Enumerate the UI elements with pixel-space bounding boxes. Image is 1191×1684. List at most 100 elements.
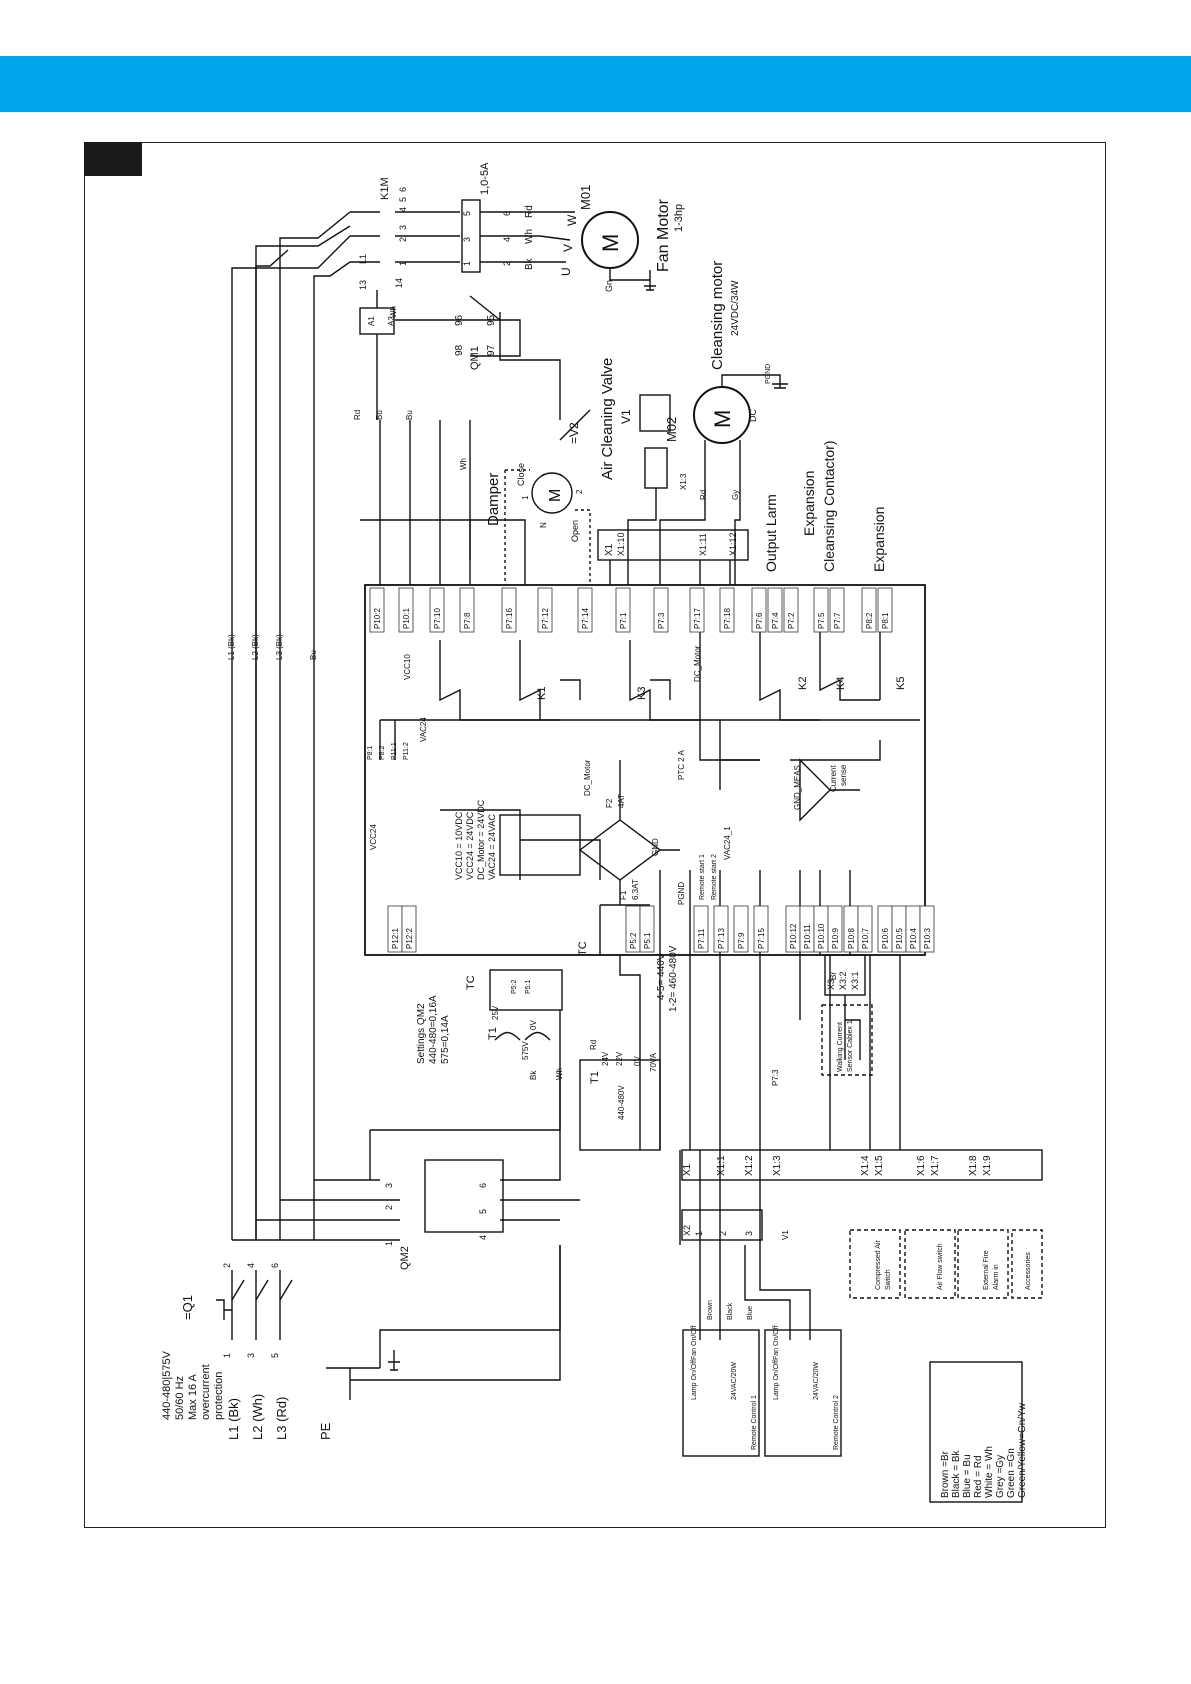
fuse-label: 1,0-5A	[479, 162, 491, 195]
board-pin-top-P7-14-label: P7:14	[581, 608, 590, 629]
board-pin-top-P7-4: P7:4	[767, 587, 783, 633]
board-pin-top-P7-8: P7:8	[459, 587, 475, 633]
q1-terminal-1: 1	[222, 1353, 232, 1358]
board-pin-bottom-P10-11-label: P10:11	[803, 924, 812, 949]
board-pin-top-P7-5-label: P7:5	[817, 612, 826, 629]
board-pin-bottom-P7-11: P7:11	[693, 905, 709, 953]
board-pin-bottom-P5-2: P5:2	[625, 905, 641, 953]
k1m-terminal-1: 1	[398, 261, 408, 266]
board-pin-top-P8-2: P8:2	[861, 587, 877, 633]
board-pin-bottom-P10-6: P10:6	[877, 905, 893, 953]
rc-wire-black: Black	[727, 1302, 734, 1320]
qm2-terminal-3: 3	[384, 1183, 394, 1188]
board-gnd-meas: GND_MEAS	[793, 765, 802, 810]
x3-1: X3:2	[838, 971, 848, 990]
tr-25v: 25V	[491, 1005, 500, 1020]
board-pin-top-P7-17: P7:17	[689, 587, 705, 633]
fan-motor-power: 1-3hp	[673, 204, 685, 232]
sensor-compressed-2: Switch	[885, 1269, 892, 1290]
wire-label-l1: L1 (Bk)	[227, 634, 236, 660]
legend-vcc10: VCC10 = 10VDC	[454, 811, 464, 880]
wire-wh: Wh	[524, 229, 535, 244]
board-gnd: GND	[651, 838, 660, 856]
board-dc-motor-2: DC_Motor	[693, 645, 702, 682]
board-pin-bottom-P7-15: P7:15	[753, 905, 769, 953]
relay-k5: K5	[895, 677, 907, 690]
board-pin-bottom-P10-8-label: P10:8	[847, 928, 856, 949]
x1-bottom-9: X1:9	[982, 1155, 993, 1176]
contact-14: 14	[394, 278, 404, 288]
color-legend-item-7: Green/Yellow=Gn/Yw	[1017, 1402, 1028, 1498]
label-q1: =Q1	[180, 1295, 195, 1320]
board-pin-bottom-P12-2: P12:2	[401, 905, 417, 953]
wire-gn: Gn	[604, 280, 614, 292]
board-pin-top-P7-5: P7:5	[813, 587, 829, 633]
board-pin-top-P7-4-label: P7:4	[771, 612, 780, 629]
x1-bottom-8: X1:8	[968, 1155, 979, 1176]
sensor-airflow: Air Flow switch	[937, 1243, 944, 1290]
x3-2: X3:1	[850, 971, 860, 990]
damper-open: Open	[570, 520, 580, 542]
x1-12: X1:12	[728, 532, 738, 556]
board-pin-top-P10-2-label: P10:2	[373, 608, 382, 629]
label-l3: L3 (Rd)	[274, 1397, 289, 1440]
tr-0v-b: 0V	[633, 1056, 642, 1066]
qm2-terminal-6: 6	[478, 1183, 488, 1188]
board-pin-top-P7-3: P7:3	[653, 587, 669, 633]
relay-k4: K4	[835, 677, 847, 690]
valve-v2: =V2	[567, 422, 581, 444]
board-pin-top-P7-3-label: P7:3	[657, 612, 666, 629]
board-pin-top-P7-7-label: P7:7	[833, 612, 842, 629]
board-pin-bottom-P7-15-label: P7:15	[757, 928, 766, 949]
damper-2: 2	[575, 489, 584, 494]
x2-2: 2	[718, 1231, 728, 1236]
board-pin-top-P8-2-label: P8:2	[865, 612, 874, 629]
supply-spec: 440-480|575V 50/60 Hz Max 16 A overcurre…	[161, 1350, 225, 1420]
board-pin-bottom-P12-1-label: P12:1	[391, 928, 400, 949]
qm2-terminal-2: 2	[384, 1205, 394, 1210]
sensor-fire-1: External Fire	[983, 1250, 990, 1290]
board-pin-top-P7-10: P7:10	[429, 587, 445, 633]
x1-bottom-5: X1:5	[874, 1155, 885, 1176]
settings-line-1: Settings QM2	[416, 1003, 427, 1064]
wire-label-rd-2: Rd	[699, 490, 708, 500]
board-p8-2: P8:2	[379, 745, 386, 760]
sensor-walking-1: Walking Current	[837, 1022, 844, 1072]
k1m-terminal-5: 5	[398, 197, 408, 202]
damper-n: N	[539, 522, 548, 528]
color-legend-item-5: Grey =Gy	[995, 1455, 1006, 1498]
board-pin-bottom-P10-11: P10:11	[799, 905, 815, 953]
board-pin-bottom-P10-10-label: P10:10	[817, 923, 826, 949]
board-pin-bottom-P10-12: P10:12	[785, 905, 801, 953]
board-pin-top-P7-14: P7:14	[577, 587, 593, 633]
x2-1: 1	[694, 1231, 704, 1236]
wire-label-v1: V1	[781, 1230, 790, 1240]
coil-a1: A1	[367, 316, 376, 326]
board-pin-bottom-P12-1: P12:1	[387, 905, 403, 953]
sensor-compressed-1: Compressed Air	[875, 1240, 882, 1290]
board-pin-bottom-P5-1-label: P5:1	[643, 932, 652, 949]
wire-label-bu-2: Bu	[375, 410, 384, 420]
contact-l1: L1	[358, 254, 368, 264]
wire-label-p73: P7:3	[771, 1069, 780, 1086]
header-bar	[0, 56, 1191, 112]
board-pin-top-P7-6: P7:6	[751, 587, 767, 633]
board-pin-top-P7-18: P7:18	[719, 587, 735, 633]
wire-rd: Rd	[524, 205, 535, 218]
tr-70va: 70VA	[649, 1052, 658, 1072]
tc-label: TC	[577, 941, 589, 956]
board-p11-2: P11:2	[403, 742, 410, 760]
k1m-terminal-4: 4	[398, 207, 408, 212]
supply-line-1: 440-480|575V	[161, 1350, 173, 1420]
damper-title: Damper	[485, 473, 502, 526]
damper-close: Close	[516, 463, 526, 486]
rc-wire-blue: Blue	[747, 1306, 754, 1320]
wire-label-bk: Bk	[529, 1070, 538, 1080]
tr-p5-1: P5:1	[525, 979, 532, 994]
board-pin-top-P7-17-label: P7:17	[693, 608, 702, 629]
board-pin-bottom-P10-3-label: P10:3	[923, 928, 932, 949]
sensor-walking-2: Sensor Cablex 1	[847, 1020, 854, 1072]
corner-tab	[84, 142, 142, 176]
